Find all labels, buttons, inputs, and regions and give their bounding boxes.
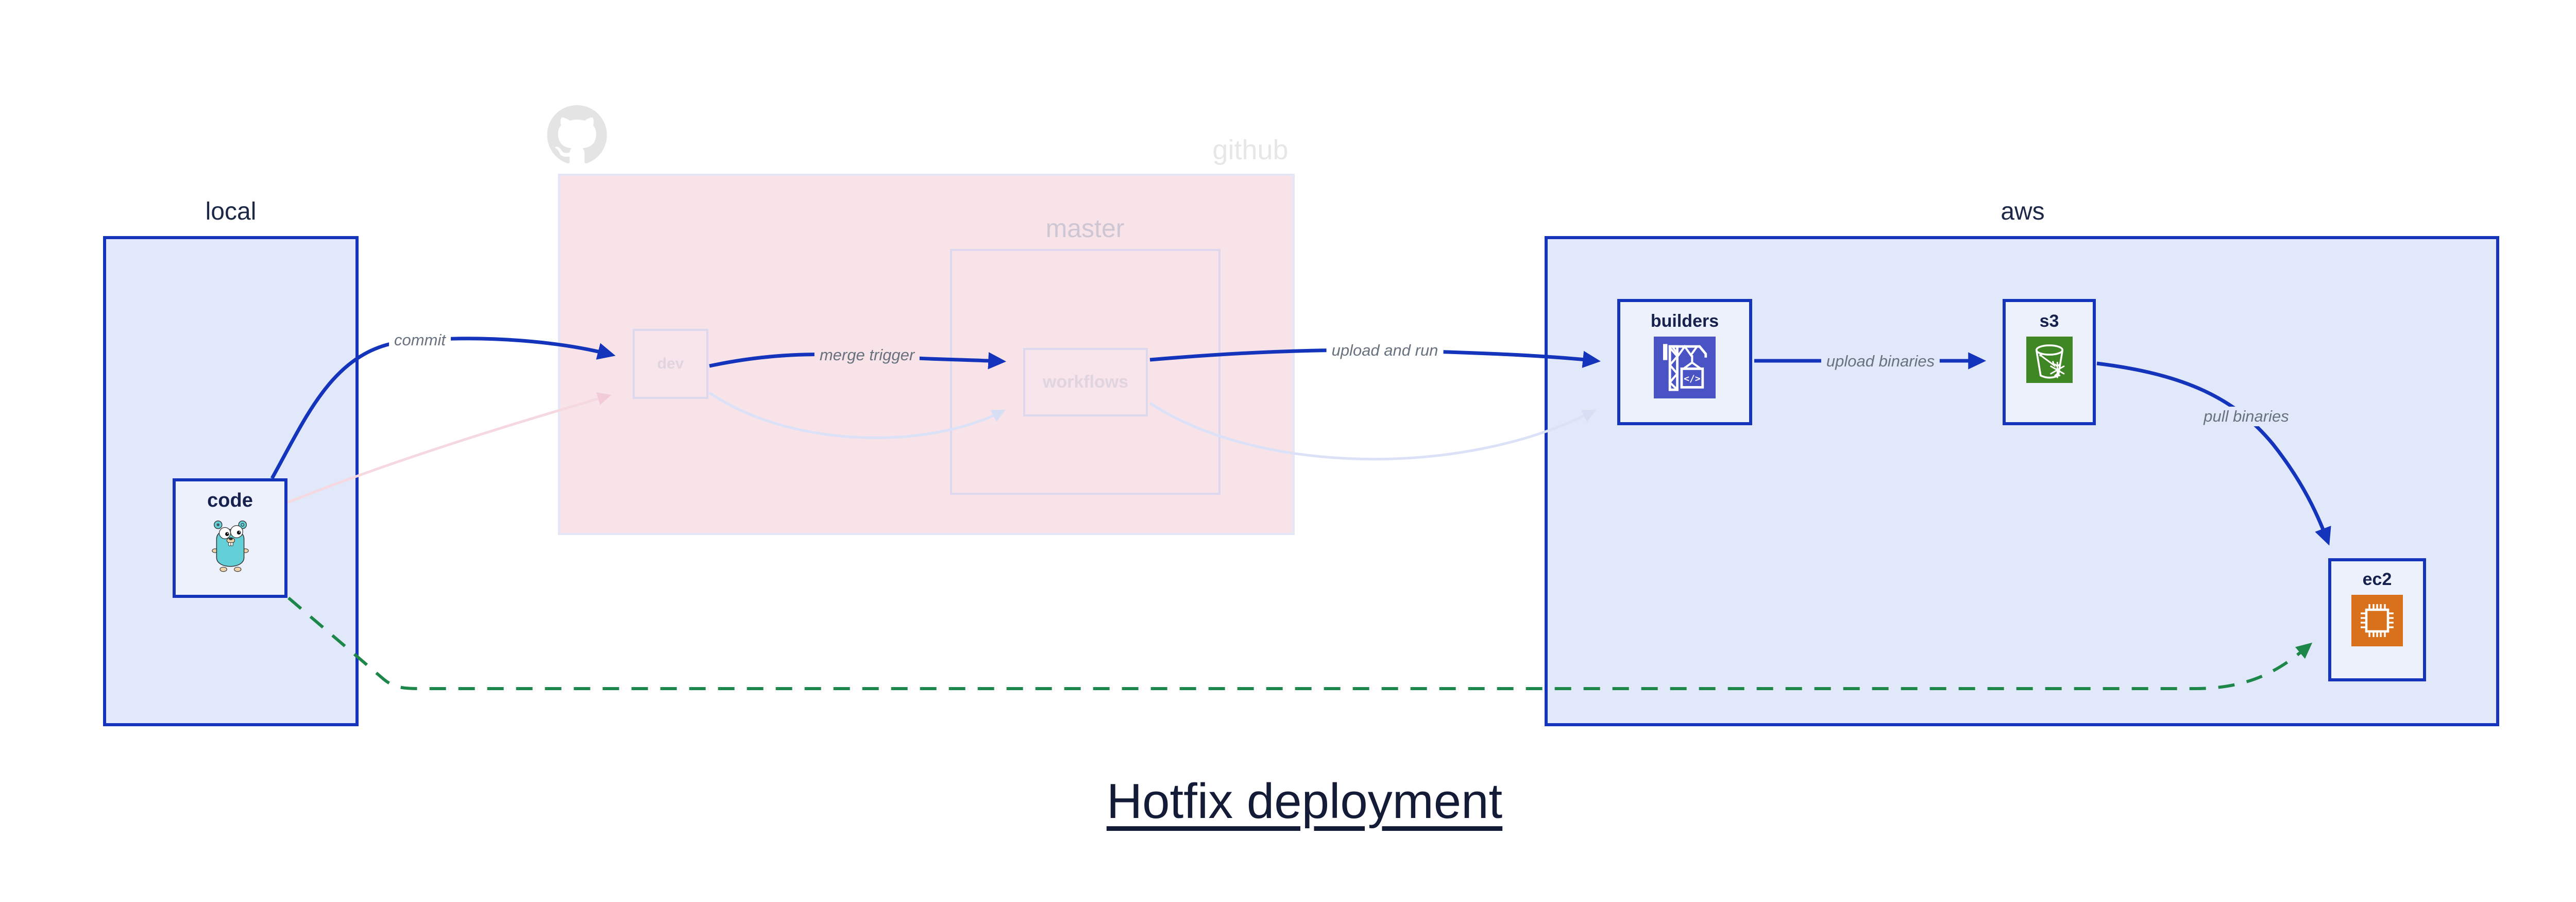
region-aws-label: aws <box>2001 198 2045 225</box>
edge-label-upload-and-run: upload and run <box>1326 340 1444 361</box>
codebuild-crane-icon: </> <box>1654 337 1716 398</box>
node-ec2: ec2 <box>2328 558 2426 681</box>
github-octocat-icon <box>547 105 607 164</box>
region-local-label: local <box>205 198 257 225</box>
svg-text:</>: </> <box>1684 374 1701 385</box>
region-master <box>950 249 1221 495</box>
node-ec2-label: ec2 <box>2362 570 2392 589</box>
edge-label-pull-binaries: pull binaries <box>2198 406 2294 427</box>
s3-glacier-bucket-icon <box>2026 337 2073 383</box>
region-github-label: github <box>1212 135 1289 165</box>
node-code: code <box>173 478 287 598</box>
edge-label-merge-trigger: merge trigger <box>814 345 920 365</box>
edge-label-commit: commit <box>389 330 451 350</box>
node-s3-label: s3 <box>2039 311 2059 331</box>
node-dev: dev <box>633 329 708 399</box>
go-gopher-icon <box>211 520 249 572</box>
node-builders: builders </> <box>1617 299 1752 425</box>
node-workflows: workflows <box>1023 348 1148 416</box>
diagram-title: Hotfix deployment <box>1106 774 1503 829</box>
node-builders-label: builders <box>1650 311 1719 331</box>
ec2-chip-icon <box>2351 595 2403 646</box>
edge-label-upload-binaries: upload binaries <box>1821 351 1940 372</box>
node-s3: s3 <box>2003 299 2096 425</box>
region-master-label: master <box>1045 214 1125 243</box>
node-dev-label: dev <box>657 355 684 372</box>
node-workflows-label: workflows <box>1042 372 1129 392</box>
node-code-label: code <box>207 490 253 511</box>
